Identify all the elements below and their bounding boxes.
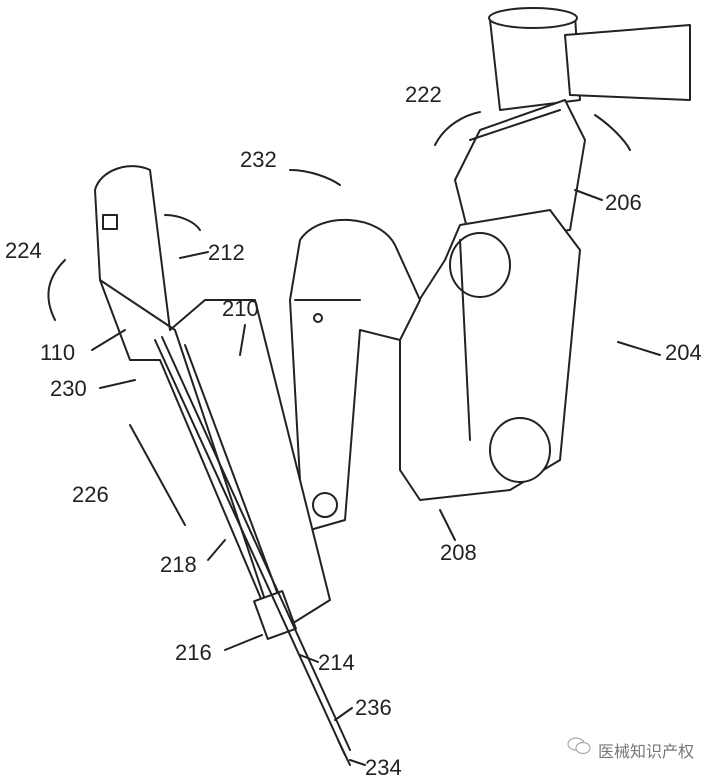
label-208: 208: [440, 540, 477, 565]
label-110: 110: [40, 340, 75, 365]
label-212: 212: [208, 240, 245, 265]
label-224: 224: [5, 238, 42, 263]
label-214: 214: [318, 650, 355, 675]
link-208: [399, 209, 581, 501]
instrument-shaft: [154, 336, 351, 766]
label-222: 222: [405, 82, 442, 107]
label-206: 206: [605, 190, 642, 215]
label-234: 234: [365, 755, 402, 780]
label-226: 226: [72, 482, 109, 507]
watermark-text: 医械知识产权: [598, 742, 695, 761]
label-218: 218: [160, 552, 197, 577]
label-210: 210: [222, 296, 259, 321]
label-204: 204: [665, 340, 702, 365]
link-232: [289, 219, 421, 531]
link-206: [454, 99, 586, 241]
label-232: 232: [240, 147, 277, 172]
wechat-icon: [567, 737, 591, 755]
reference-labels: 222 232 206 224 212 210 110 230 204 226 …: [5, 82, 702, 780]
label-216: 216: [175, 640, 212, 665]
mount-base: [488, 7, 691, 111]
leader-lines: [91, 189, 603, 766]
motion-arrows: [47, 111, 661, 526]
label-236: 236: [355, 695, 392, 720]
label-230: 230: [50, 376, 87, 401]
